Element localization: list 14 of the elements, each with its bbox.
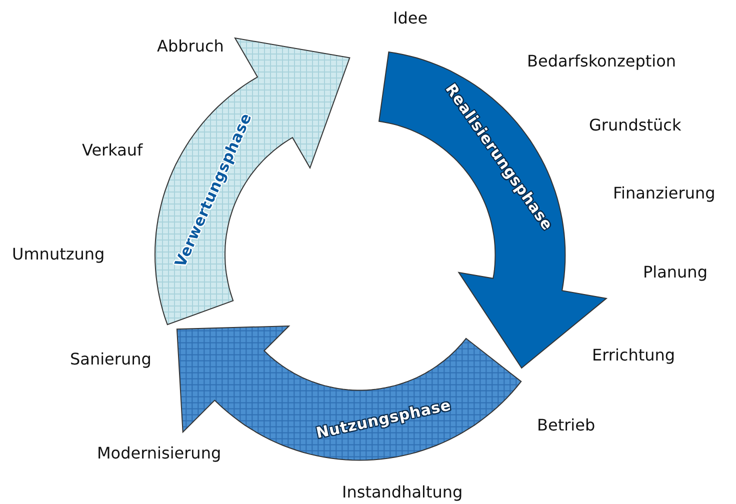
- stage-label: Modernisierung: [97, 444, 222, 462]
- cycle-segment: [155, 38, 350, 326]
- stage-label: Grundstück: [589, 116, 682, 134]
- stage-label: Verkauf: [82, 140, 143, 160]
- stage-label: Umnutzung: [12, 244, 105, 264]
- stage-label: Idee: [393, 8, 428, 28]
- stage-label: Betrieb: [537, 416, 596, 434]
- stage-label: Abbruch: [157, 36, 224, 56]
- stage-label: Finanzierung: [613, 184, 716, 202]
- stage-label: Instandhaltung: [342, 482, 463, 502]
- stage-label: Bedarfskonzeption: [527, 52, 676, 70]
- stage-label: Sanierung: [70, 350, 152, 368]
- stage-label: Errichtung: [592, 346, 676, 364]
- stage-label: Planung: [643, 262, 708, 282]
